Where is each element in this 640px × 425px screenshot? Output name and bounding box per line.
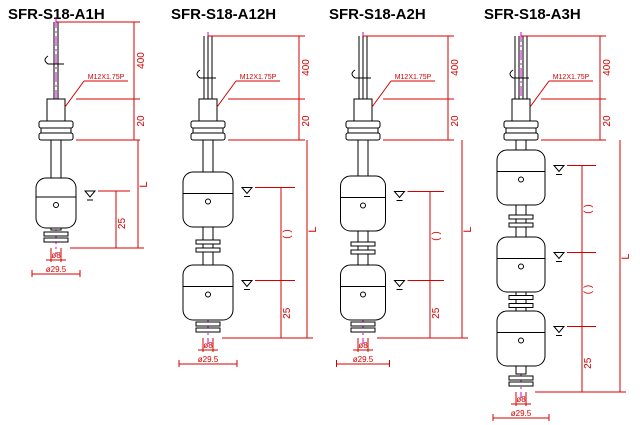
- hex-nut: [503, 120, 539, 129]
- model-title-a2h: SFR-S18-A2H: [329, 6, 426, 23]
- washer: [192, 127, 224, 134]
- dim-stem-label: ø8: [516, 395, 526, 404]
- stop-ring: [195, 239, 221, 245]
- float-mark: [518, 176, 524, 183]
- float-mark: [205, 198, 211, 205]
- dim-length-label: L: [620, 253, 632, 259]
- dim-cable-label: 400: [136, 52, 147, 69]
- threaded-body: [198, 98, 218, 122]
- dim-stem-label: ø8: [51, 251, 61, 260]
- float-mark: [53, 202, 59, 208]
- thread-leader: [64, 80, 85, 108]
- stop-ring: [43, 237, 69, 243]
- dim-length-label: L: [138, 181, 150, 187]
- dim-spacing-label: ( ): [583, 204, 594, 213]
- wire-clip: [509, 69, 529, 79]
- thread-label: M12X1.75P: [88, 74, 125, 81]
- water-level-icon: [552, 326, 566, 334]
- stop-ring: [508, 214, 534, 220]
- thread-label: M12X1.75P: [395, 74, 432, 81]
- stop-ring: [508, 222, 534, 228]
- stop-ring: [508, 303, 534, 308]
- thread-label: M12X1.75P: [553, 74, 590, 81]
- water-level-icon: [240, 280, 254, 288]
- dim-float-label: ø29.5: [511, 409, 532, 418]
- model-title-a3h: SFR-S18-A3H: [484, 6, 581, 23]
- dim-bottom-label: 25: [117, 218, 128, 230]
- dim-spacing-label: ( ): [431, 231, 442, 240]
- dim-length-label: L: [462, 226, 474, 232]
- water-level-icon: [393, 191, 406, 199]
- water-level-icon: [552, 252, 566, 260]
- stop-ring: [195, 247, 221, 253]
- wire-clip: [44, 55, 64, 65]
- threaded-body: [46, 98, 66, 122]
- float-mark: [518, 263, 524, 270]
- model-title-a12h: SFR-S18-A12H: [171, 6, 277, 23]
- stop-ring: [350, 241, 376, 247]
- washer: [347, 127, 379, 134]
- hex-nut: [190, 132, 226, 141]
- thread-leader: [371, 80, 392, 108]
- dim-nut-label: 20: [136, 115, 147, 127]
- stop-ring: [350, 327, 376, 333]
- hex-nut: [345, 120, 381, 129]
- dim-cable-label: 400: [301, 59, 312, 76]
- float-mark: [205, 291, 211, 298]
- float-mark: [518, 337, 524, 344]
- water-level-icon: [393, 280, 406, 288]
- dim-bottom-label: 25: [282, 307, 293, 319]
- dim-float-label: ø29.5: [46, 265, 67, 274]
- dim-bottom-label: 25: [431, 307, 442, 319]
- hex-nut: [503, 132, 539, 141]
- float-mark: [360, 202, 366, 209]
- stop-ring: [43, 231, 69, 237]
- water-level-icon: [83, 190, 97, 198]
- thread-leader: [529, 80, 550, 108]
- stop-ring: [195, 327, 221, 333]
- water-level-icon: [552, 165, 566, 173]
- thread-label: M12X1.75P: [240, 74, 277, 81]
- stop-ring: [195, 321, 221, 327]
- drawing-sfr-s18-a2h: 400 20L 25 ( ) M12X1.75P ø8 ø29.5: [336, 32, 474, 367]
- washer: [505, 127, 537, 134]
- dim-cable-label: 400: [450, 59, 461, 76]
- threaded-body: [511, 98, 531, 122]
- thread-leader: [216, 80, 237, 108]
- stop-ring: [508, 381, 534, 387]
- dim-nut-label: 20: [301, 115, 312, 127]
- dim-nut-label: 20: [450, 115, 461, 127]
- dim-float-label: ø29.5: [198, 355, 219, 364]
- stop-ring: [350, 321, 376, 327]
- dim-spacing-label: ( ): [282, 229, 293, 238]
- stop-ring: [508, 295, 534, 300]
- hex-nut: [345, 132, 381, 141]
- wire-clip: [351, 69, 371, 79]
- stop-ring: [350, 249, 376, 255]
- hex-nut: [190, 120, 226, 129]
- washer: [40, 127, 72, 134]
- threaded-body: [353, 98, 373, 122]
- wire-clip: [196, 69, 216, 79]
- hex-nut: [38, 120, 74, 129]
- model-title-a1h: SFR-S18-A1H: [8, 6, 105, 23]
- float-mark: [360, 291, 366, 298]
- drawing-sfr-s18-a12h: 400 20L 25 ( ) M12X1.75P ø8 ø29.5: [178, 32, 319, 367]
- dim-cable-label: 400: [602, 59, 613, 76]
- dim-spacing-label: ( ): [583, 285, 594, 294]
- dim-length-label: L: [307, 226, 319, 232]
- dim-bottom-label: 25: [583, 357, 594, 369]
- dim-stem-label: ø8: [203, 341, 213, 350]
- drawing-sfr-s18-a1h: 400 20L 25 M12X1.75P ø8 ø29.5: [31, 18, 150, 277]
- dim-nut-label: 20: [602, 115, 613, 127]
- dim-float-label: ø29.5: [353, 355, 374, 364]
- water-level-icon: [240, 187, 254, 195]
- hex-nut: [38, 132, 74, 141]
- stop-ring: [508, 375, 534, 381]
- dim-stem-label: ø8: [358, 341, 368, 350]
- drawing-sfr-s18-a3h: 400 20L 25 ( ) ( ) M12X1.75P ø8 ø29.5: [492, 32, 632, 421]
